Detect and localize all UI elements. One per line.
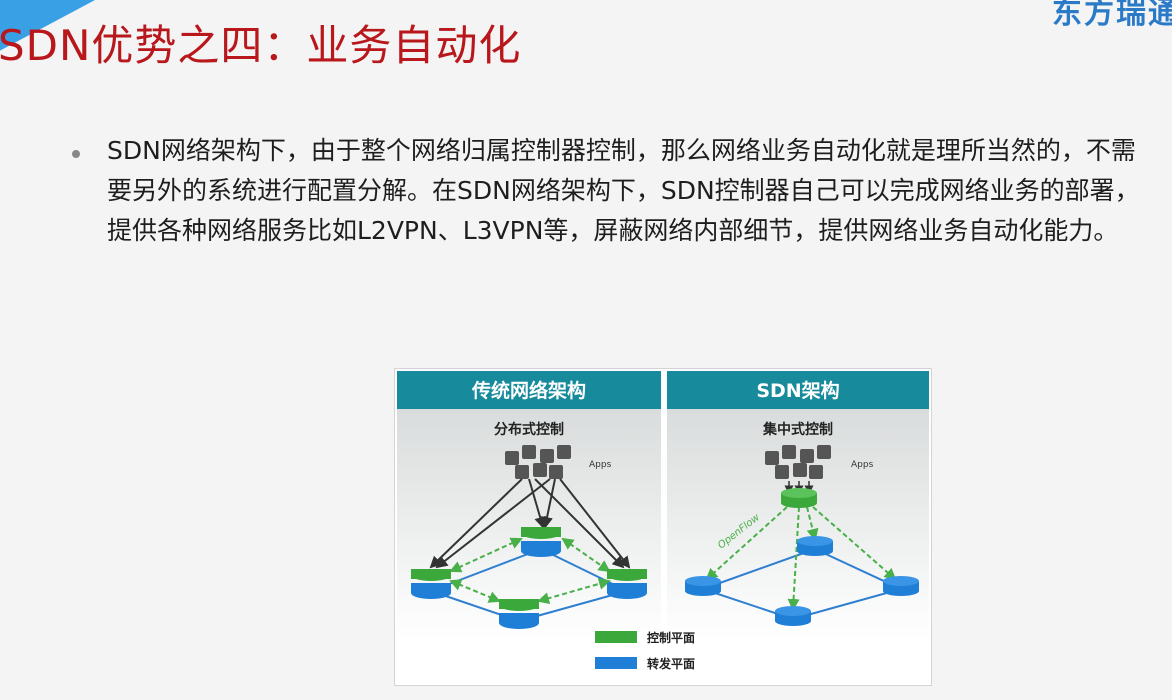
left-node-right <box>607 569 647 599</box>
slide-title: SDN优势之四：业务自动化 <box>0 21 522 70</box>
left-apps-label: Apps <box>589 460 612 470</box>
bullet-marker <box>72 150 80 158</box>
left-app-servers-icon <box>505 445 571 479</box>
right-node-left <box>685 576 721 596</box>
right-node-bottom <box>775 606 811 626</box>
left-node-bottom <box>499 599 539 629</box>
architecture-figure: 传统网络架构 SDN架构 分布式控制 集中式控制 Apps <box>394 368 932 686</box>
right-app-servers-icon <box>765 445 831 479</box>
company-logo: 东方瑞通 <box>1052 0 1172 31</box>
bullet-text: SDN网络架构下，由于整个网络归属控制器控制，那么网络业务自动化就是理所当然的，… <box>107 136 1140 245</box>
right-control-links <box>705 506 897 611</box>
left-panel-header <box>397 371 661 409</box>
right-apps-label: Apps <box>851 460 874 470</box>
legend-swatch-control <box>595 631 637 643</box>
left-node-left <box>411 569 451 599</box>
left-node-top <box>521 527 561 557</box>
legend: 控制平面 转发平面 <box>595 630 695 671</box>
sdn-controller <box>781 488 817 508</box>
architecture-diagram: 传统网络架构 SDN架构 分布式控制 集中式控制 Apps <box>397 371 929 671</box>
right-panel-subtitle: 集中式控制 <box>762 421 833 438</box>
left-panel-title: 传统网络架构 <box>471 379 586 402</box>
legend-label-forwarding: 转发平面 <box>647 656 695 671</box>
right-node-top <box>797 536 833 556</box>
right-panel-header <box>667 371 929 409</box>
left-control-links <box>449 537 611 605</box>
right-node-right <box>883 576 919 596</box>
right-panel-title: SDN架构 <box>756 379 839 402</box>
left-panel-subtitle: 分布式控制 <box>494 421 564 438</box>
legend-swatch-forwarding <box>595 657 637 669</box>
legend-label-control: 控制平面 <box>647 630 695 645</box>
